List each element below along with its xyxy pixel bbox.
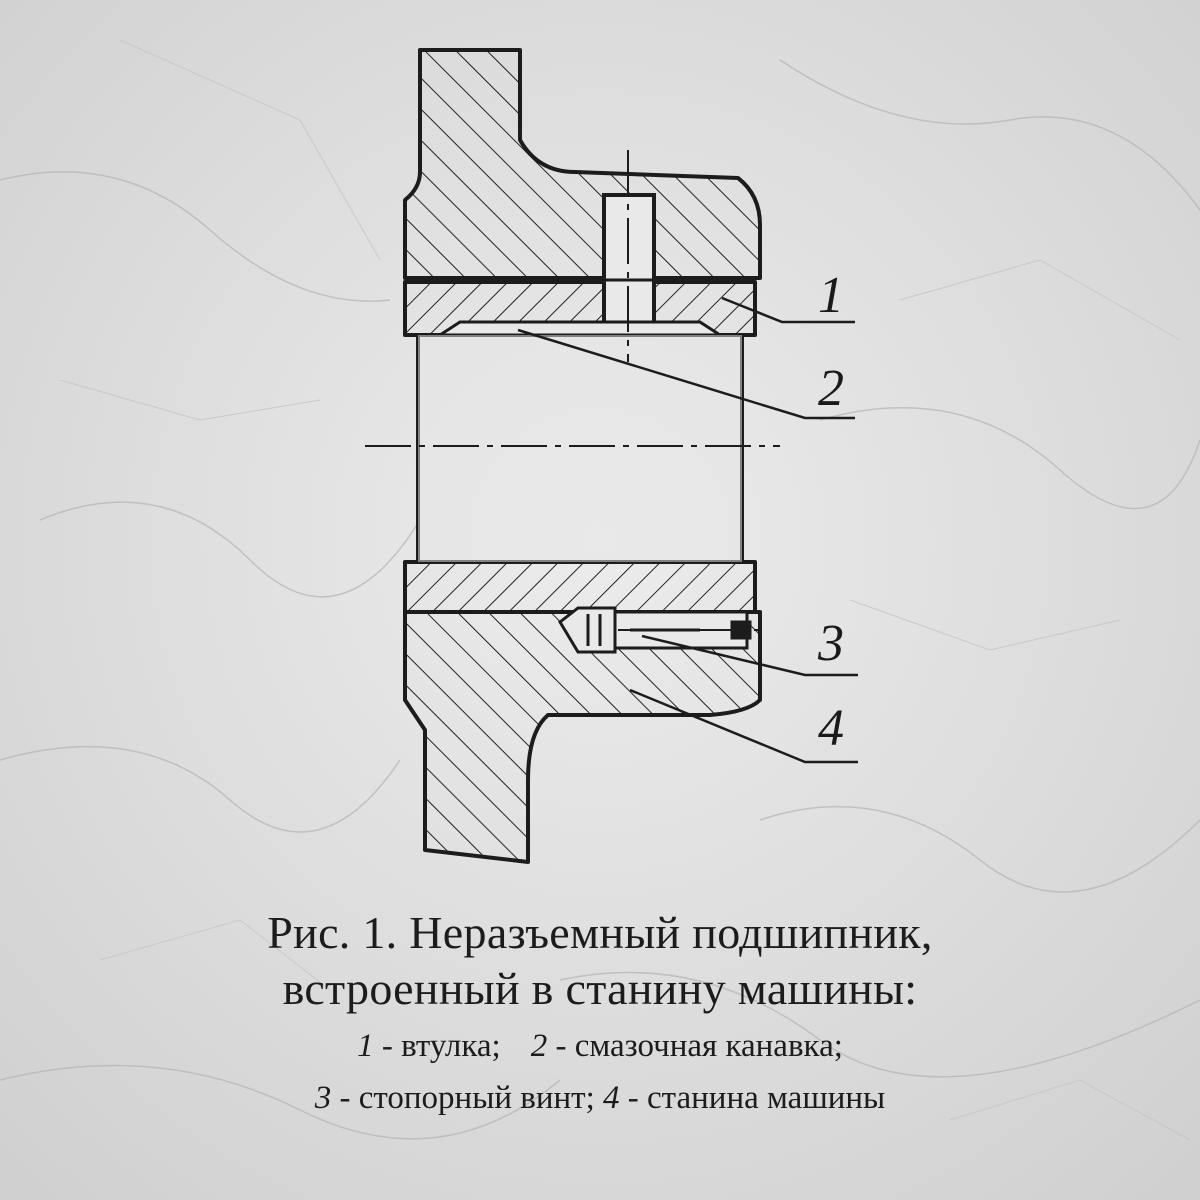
legend-text-2: - смазочная канавка; (547, 1028, 843, 1064)
legend-num-2: 2 (530, 1028, 548, 1064)
caption-legend-line-2: 3 - стопорный винт; 4 - станина машины (0, 1075, 1200, 1121)
frame-lower (403, 610, 762, 864)
callout-2: 2 (818, 360, 844, 417)
frame-upper (403, 48, 762, 280)
caption-title-line-2: встроенный в станину машины: (282, 963, 918, 1014)
bushing-lower (403, 560, 757, 614)
legend-text-4: - станина машины (619, 1080, 886, 1116)
bearing-section-drawing: 1 2 3 4 (365, 48, 858, 864)
axis-lines (365, 150, 780, 631)
caption-legend-line-1: 1 - втулка; 2 - смазочная канавка; (0, 1023, 1200, 1069)
figure-caption: Рис. 1. Неразъемный подшипник, встроенны… (0, 905, 1200, 1121)
caption-title-line-1: Рис. 1. Неразъемный подшипник, (267, 907, 933, 958)
leader-lines (517, 296, 858, 764)
legend-num-1: 1 (357, 1028, 374, 1064)
legend-text-1: - втулка; (373, 1028, 501, 1064)
callout-1: 1 (818, 267, 844, 324)
callout-3: 3 (817, 615, 844, 672)
callout-4: 4 (818, 700, 844, 757)
legend-num-3: 3 (314, 1080, 332, 1116)
lubrication-groove (434, 320, 726, 337)
legend-text-3: - стопорный винт; (331, 1080, 595, 1116)
legend-num-4: 4 (603, 1080, 620, 1116)
